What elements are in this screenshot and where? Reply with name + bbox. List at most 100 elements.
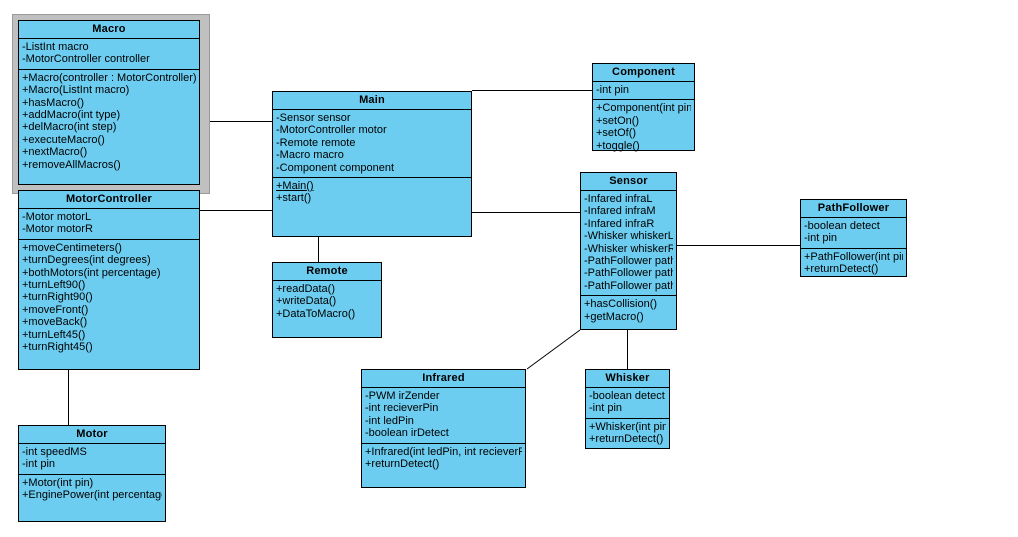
attribute-row: -Component component (276, 161, 395, 174)
uml-class-sensor[interactable]: Sensor-Infared infraL-Infared infraM-Inf… (580, 172, 677, 330)
operation-row: +readData() (276, 283, 336, 295)
operation-row: +setOn() (596, 114, 640, 127)
edge-main-to-remote (318, 237, 319, 262)
operation-row: +PathFollower(int pin) (804, 250, 903, 263)
class-operations-motorcontroller: +moveCentimeters()+turnDegrees(int degre… (19, 240, 199, 369)
operation-row: +Main() (276, 180, 314, 193)
attribute-row: -ListInt macro (22, 41, 89, 53)
uml-class-pathfollower[interactable]: PathFollower-boolean detect-int pin+Path… (800, 199, 907, 277)
class-title-remote: Remote (273, 263, 381, 281)
uml-class-motorcontroller[interactable]: MotorController-Motor motorL-Motor motor… (18, 190, 200, 370)
uml-class-infrared[interactable]: Infrared-PWM irZender-int recieverPin-in… (361, 369, 526, 488)
attribute-row: -int pin (804, 232, 838, 245)
operation-row: +moveFront() (22, 303, 89, 316)
operation-row: +delMacro(int step) (22, 121, 117, 134)
attribute-row: -int pin (22, 458, 56, 471)
edge-sensor-to-pathfollower (677, 245, 800, 246)
operation-row: +start() (276, 192, 312, 205)
class-title-motorcontroller: MotorController (19, 191, 199, 209)
operation-row: +turnLeft45() (22, 328, 86, 341)
operation-row: +setOf() (596, 127, 637, 140)
operation-row: +returnDetect() (589, 433, 664, 446)
operation-row: +DataToMacro() (276, 307, 356, 320)
class-operations-component: +Component(int pin)+setOn()+setOf()+togg… (593, 100, 694, 155)
attribute-row: -MotorController motor (276, 124, 387, 137)
attribute-row: -PathFollower pathR (584, 279, 673, 292)
operation-row: +bothMotors(int percentage) (22, 266, 161, 279)
class-operations-pathfollower: +PathFollower(int pin)+returnDetect() (801, 249, 906, 279)
class-attributes-infrared: -PWM irZender-int recieverPin-int ledPin… (362, 388, 525, 444)
attribute-row: -int recieverPin (365, 402, 439, 415)
operation-row: +removeAllMacros() (22, 158, 121, 171)
class-title-macro: Macro (19, 21, 199, 39)
attribute-row: -int ledPin (365, 414, 414, 427)
attribute-row: -Infared infraM (584, 205, 656, 218)
attribute-row: -int pin (589, 402, 623, 415)
uml-class-component[interactable]: Component-int pin+Component(int pin)+set… (592, 63, 695, 152)
operation-row: +returnDetect() (804, 263, 879, 276)
attribute-row: -PWM irZender (365, 390, 440, 402)
uml-class-remote[interactable]: Remote+readData()+writeData()+DataToMacr… (272, 262, 382, 338)
edge-motorcontroller-to-main (200, 210, 272, 211)
operation-row: +hasMacro() (22, 96, 85, 109)
edge-macro-to-main (200, 121, 272, 122)
operation-row: +toggle() (596, 139, 640, 152)
class-operations-remote: +readData()+writeData()+DataToMacro() (273, 281, 381, 337)
operation-row: +Macro(ListInt macro) (22, 84, 130, 97)
attribute-row: -Whisker whiskerR (584, 242, 673, 255)
operation-row: +writeData() (276, 295, 337, 308)
operation-row: +Component(int pin) (596, 102, 691, 115)
class-attributes-pathfollower: -boolean detect-int pin (801, 218, 906, 249)
operation-row: +turnRight90() (22, 291, 93, 304)
attribute-row: -Whisker whiskerL (584, 230, 673, 243)
operation-row: +turnLeft90() (22, 279, 86, 292)
class-title-infrared: Infrared (362, 370, 525, 388)
attribute-row: -boolean detect (804, 220, 880, 232)
operation-row: +returnDetect() (365, 458, 440, 471)
uml-class-main[interactable]: Main-Sensor sensor-MotorController motor… (272, 91, 472, 237)
operation-row: +Motor(int pin) (22, 476, 94, 489)
class-attributes-macro: -ListInt macro-MotorController controlle… (19, 39, 199, 70)
class-attributes-main: -Sensor sensor-MotorController motor-Rem… (273, 110, 471, 179)
class-title-main: Main (273, 92, 471, 110)
uml-class-whisker[interactable]: Whisker-boolean detect-int pin+Whisker(i… (585, 369, 670, 449)
attribute-row: -Motor motorR (22, 223, 93, 236)
attribute-row: -Motor motorL (22, 211, 92, 223)
attribute-row: -int pin (596, 84, 630, 96)
class-title-pathfollower: PathFollower (801, 200, 906, 218)
class-attributes-sensor: -Infared infraL-Infared infraM-Infared i… (581, 191, 676, 297)
edge-motorcontroller-to-motor (68, 370, 69, 426)
operation-row: +Infrared(int ledPin, int recieverPin) (365, 445, 522, 458)
attribute-row: -Sensor sensor (276, 112, 351, 124)
operation-row: +Whisker(int pin) (589, 420, 666, 433)
attribute-row: -boolean detect (589, 390, 665, 402)
class-title-sensor: Sensor (581, 173, 676, 191)
attribute-row: -PathFollower pathL (584, 255, 673, 268)
class-operations-sensor: +hasCollision()+getMacro() (581, 296, 676, 329)
edge-main-to-component (472, 90, 592, 91)
class-title-component: Component (593, 64, 694, 82)
class-operations-motor: +Motor(int pin)+EnginePower(int percenta… (19, 475, 165, 521)
class-attributes-motor: -int speedMS-int pin (19, 444, 165, 475)
operation-row: +executeMacro() (22, 133, 105, 146)
operation-row: +moveCentimeters() (22, 241, 122, 254)
attribute-row: -int speedMS (22, 446, 87, 458)
uml-class-motor[interactable]: Motor-int speedMS-int pin+Motor(int pin)… (18, 425, 166, 522)
operation-row: +nextMacro() (22, 146, 88, 159)
class-attributes-whisker: -boolean detect-int pin (586, 388, 669, 419)
class-attributes-component: -int pin (593, 82, 694, 101)
operation-row: +turnRight45() (22, 341, 93, 354)
operation-row: +getMacro() (584, 310, 644, 323)
uml-class-macro[interactable]: Macro-ListInt macro-MotorController cont… (18, 20, 200, 185)
operation-row: +EnginePower(int percentage) (22, 489, 162, 502)
attribute-row: -MotorController controller (22, 53, 150, 66)
class-attributes-motorcontroller: -Motor motorL-Motor motorR (19, 209, 199, 240)
edge-sensor-to-whisker (627, 330, 628, 369)
attribute-row: -PathFollower pathM (584, 267, 673, 280)
attribute-row: -Remote remote (276, 136, 356, 149)
operation-row: +hasCollision() (584, 298, 658, 311)
attribute-row: -Macro macro (276, 149, 344, 162)
class-operations-main: +Main()+start() (273, 178, 471, 236)
class-operations-whisker: +Whisker(int pin)+returnDetect() (586, 419, 669, 449)
